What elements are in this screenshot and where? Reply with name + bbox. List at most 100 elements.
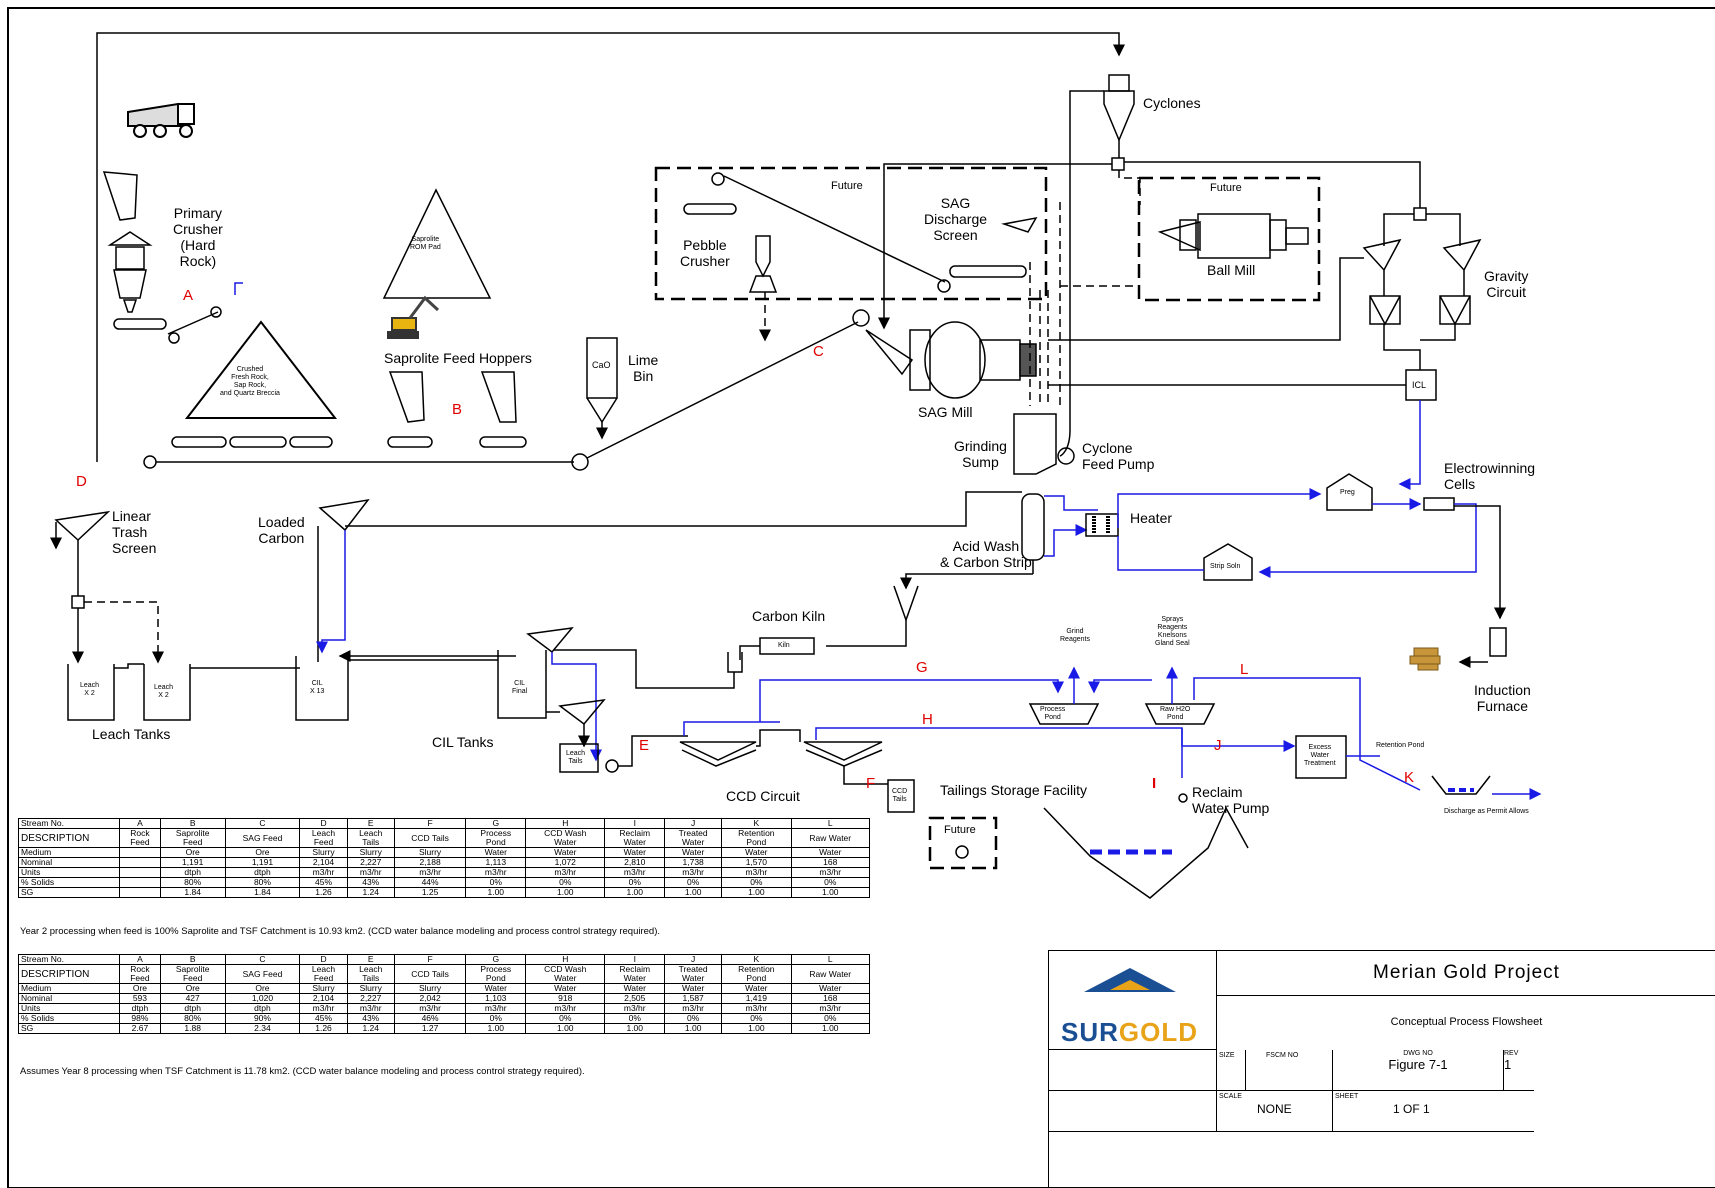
company-logo: SURGOLD <box>1049 951 1217 1050</box>
table-cell: L <box>790 954 871 965</box>
table-cell: Stream No. <box>18 818 120 829</box>
table-cell: 1.26 <box>299 887 348 898</box>
table-cell: 1,191 <box>159 857 226 868</box>
table-cell: Ore <box>159 983 226 994</box>
table-cell: 1,020 <box>224 993 301 1004</box>
table-cell: 0% <box>721 1013 792 1024</box>
table-cell: 1.00 <box>664 887 723 898</box>
ball-mill-equipment <box>1157 213 1309 259</box>
dwg-label: DWG NO <box>1403 1050 1433 1057</box>
table-cell: 80% <box>159 877 226 888</box>
label-future-top: Future <box>831 180 863 192</box>
sag-mill-icon <box>865 321 1037 399</box>
table-cell: m3/hr <box>393 1003 467 1014</box>
stream-letter-c: C <box>813 343 824 360</box>
reclaim-pump-icon <box>1178 793 1188 803</box>
saprolite-hopper-1 <box>388 371 425 423</box>
stream-letter-a: A <box>183 287 194 304</box>
fscm-label: FSCM NO <box>1266 1052 1299 1059</box>
stream-letter-j: J <box>1214 737 1222 754</box>
table-cell: dtph <box>224 1003 301 1014</box>
label-reclaim-pump: Reclaim Water Pump <box>1192 784 1270 816</box>
table-cell: 1.00 <box>790 887 871 898</box>
label-acid-wash: Acid Wash & Carbon Strip <box>940 538 1032 570</box>
label-future-ballmill: Future <box>1210 182 1242 194</box>
table-cell: 0% <box>465 1013 527 1024</box>
table-cell: Units <box>18 867 120 878</box>
table-cell: 918 <box>525 993 606 1004</box>
table-cell: dtph <box>159 1003 226 1014</box>
table-cell: 0% <box>604 877 666 888</box>
table-cell: C <box>224 818 301 829</box>
table-cell: 43% <box>346 877 395 888</box>
label-cil-x13: CIL X 13 <box>310 680 325 695</box>
table2-note: Assumes Year 8 processing when TSF Catch… <box>20 1066 585 1077</box>
table-cell: 0% <box>525 877 606 888</box>
heater-icon <box>1085 513 1119 537</box>
table-cell: Water <box>525 983 606 994</box>
label-future-tsf: Future <box>944 824 976 836</box>
label-cyclones: Cyclones <box>1143 95 1201 111</box>
table-cell: L <box>790 818 871 829</box>
label-leach-x2a: Leach X 2 <box>80 682 100 697</box>
table-cell: % Solids <box>18 1013 120 1024</box>
table-cell: Slurry <box>299 983 348 994</box>
tailings-storage-facility <box>1043 806 1249 899</box>
table-cell: 0% <box>721 877 792 888</box>
table-cell: 2,227 <box>346 993 395 1004</box>
label-excess-water: Excess Water Treatment <box>1304 744 1336 767</box>
label-preg: Preg <box>1340 489 1355 496</box>
table-cell: A <box>119 954 161 965</box>
label-cao: CaO <box>592 360 611 370</box>
strip-soln-tank <box>1203 543 1253 581</box>
table-cell: C <box>224 954 301 965</box>
table-cell: Water <box>664 983 723 994</box>
table-cell: 2,810 <box>604 857 666 868</box>
label-induction-furnace: Induction Furnace <box>1474 682 1531 714</box>
label-leach-x2b: Leach X 2 <box>154 684 174 699</box>
table-cell <box>119 867 161 878</box>
table-cell: Water <box>525 847 606 858</box>
table-cell: 427 <box>159 993 226 1004</box>
table-cell: 593 <box>119 993 161 1004</box>
table-cell: Leach Tails <box>346 828 395 848</box>
table-cell: Saprolite Feed <box>159 964 226 984</box>
gravity-circuit-equipment <box>1048 238 1482 401</box>
table-cell: dtph <box>224 867 301 878</box>
project-title: Merian Gold Project <box>1217 951 1715 996</box>
label-gravity: Gravity Circuit <box>1484 268 1529 300</box>
table-cell: H <box>525 954 606 965</box>
table-cell: SAG Feed <box>224 828 301 848</box>
table-cell: 1.00 <box>465 887 527 898</box>
primary-crusher-icon <box>107 231 153 313</box>
table-cell: G <box>465 954 527 965</box>
label-strip-soln: Strip Soln <box>1210 563 1241 570</box>
excavator-icon <box>387 295 440 339</box>
table-cell: 1.26 <box>299 1023 348 1034</box>
label-discharge: Discharge as Permit Allows <box>1444 808 1529 815</box>
stream-letter-e: E <box>639 737 650 754</box>
table-cell: Water <box>790 847 871 858</box>
table-cell: Treated Water <box>664 828 723 848</box>
table-cell: 1.27 <box>393 1023 467 1034</box>
table-cell: Water <box>465 847 527 858</box>
table-cell: Raw Water <box>790 828 871 848</box>
table-cell: m3/hr <box>393 867 467 878</box>
table-cell: 1.00 <box>721 887 792 898</box>
table-cell: 1.00 <box>790 1023 871 1034</box>
label-sag-mill: SAG Mill <box>918 404 973 420</box>
table-cell: 0% <box>790 1013 871 1024</box>
table-cell: 1,587 <box>664 993 723 1004</box>
table-cell: Raw Water <box>790 964 871 984</box>
stream-letter-b: B <box>452 401 463 418</box>
table-cell: Leach Feed <box>299 828 348 848</box>
label-sprays: Sprays Reagents Knelsons Gland Seal <box>1155 616 1190 647</box>
table-cell: 2.34 <box>224 1023 301 1034</box>
table-cell: m3/hr <box>465 1003 527 1014</box>
